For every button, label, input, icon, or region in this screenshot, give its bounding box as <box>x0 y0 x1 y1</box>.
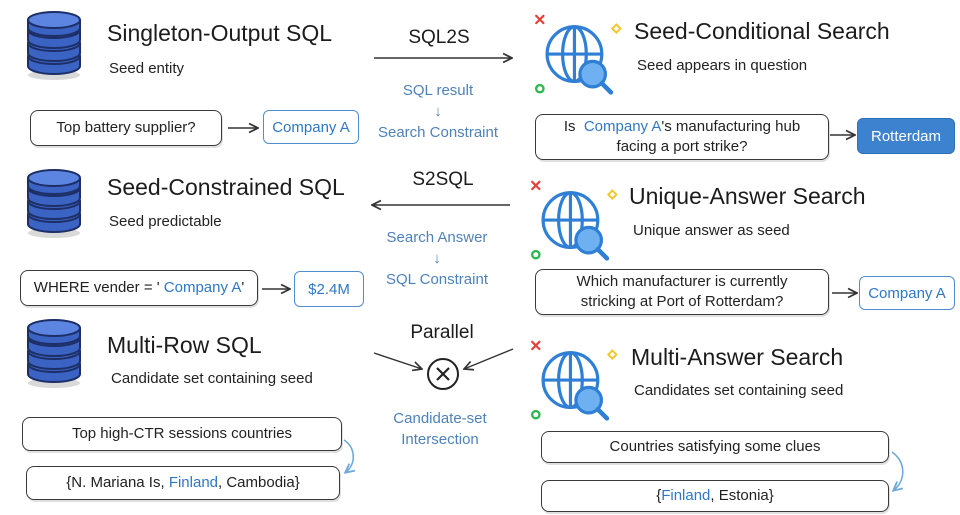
unique-answer-result-pill: Company A <box>859 276 955 310</box>
sql2s-note: SQL result ↓ Search Constraint <box>377 82 499 141</box>
multi-row-query-box: Top high-CTR sessions countries <box>22 417 342 451</box>
unique-answer-result-arrow <box>832 291 860 297</box>
intersection-icon <box>427 358 459 390</box>
sql2s-label: SQL2S <box>408 27 470 48</box>
singleton-output-sql-title: Singleton-Output SQL <box>107 20 333 46</box>
parallel-note: Candidate-set Intersection <box>393 410 487 448</box>
s2sql-label: S2SQL <box>412 169 474 190</box>
database-icon <box>27 11 81 81</box>
seed-conditional-search-subtitle: Seed appears in question <box>637 57 808 74</box>
s2sql-arrow <box>370 202 510 210</box>
globe-search-icon <box>530 180 620 262</box>
multi-answer-search-subtitle: Candidates set containing seed <box>634 382 844 399</box>
singleton-query-box: Top battery supplier? <box>30 110 222 146</box>
multi-answer-search-title: Multi-Answer Search <box>631 344 844 370</box>
seed-conditional-result-arrow <box>830 133 858 139</box>
sql2s-arrow <box>374 55 516 63</box>
multi-row-sql-subtitle: Candidate set containing seed <box>111 370 313 387</box>
seed-constrained-query-box: WHERE vender = ' Company A' <box>20 270 258 306</box>
s2sql-note: Search Answer ↓ SQL Constraint <box>386 229 488 288</box>
singleton-query-text: Top battery supplier? <box>56 119 196 136</box>
seed-constrained-sql-subtitle: Seed predictable <box>109 213 222 230</box>
singleton-output-sql-subtitle: Seed entity <box>109 60 185 77</box>
multi-answer-result-box: {Finland, Estonia} <box>541 480 889 512</box>
seed-constrained-result-pill: $2.4M <box>294 271 364 307</box>
singleton-result-pill: Company A <box>263 110 359 144</box>
database-icon <box>27 319 81 389</box>
globe-search-icon <box>530 340 620 422</box>
multi-answer-curved-arrow <box>891 451 904 496</box>
database-icon <box>27 169 81 239</box>
unique-answer-search-subtitle: Unique answer as seed <box>633 222 790 239</box>
unique-answer-query-box: Which manufacturer is currently strickin… <box>535 269 829 315</box>
seed-conditional-result-pill: Rotterdam <box>857 118 955 154</box>
seed-constrained-result-arrow <box>262 287 294 293</box>
seed-conditional-search-title: Seed-Conditional Search <box>634 18 890 44</box>
parallel-label: Parallel <box>410 322 474 343</box>
singleton-result-arrow <box>228 126 262 132</box>
globe-search-icon <box>534 14 624 96</box>
seed-constrained-sql-title: Seed-Constrained SQL <box>107 174 345 200</box>
multi-answer-query-box: Countries satisfying some clues <box>541 431 889 463</box>
multi-row-sql-title: Multi-Row SQL <box>107 332 262 358</box>
multi-row-curved-arrow <box>343 439 370 478</box>
unique-answer-search-title: Unique-Answer Search <box>629 183 866 209</box>
multi-row-result-box: {N. Mariana Is, Finland, Cambodia} <box>26 466 340 500</box>
seed-conditional-query-box: Is Company A's manufacturing hub facing … <box>535 114 829 160</box>
parallel-arrows <box>373 348 514 400</box>
